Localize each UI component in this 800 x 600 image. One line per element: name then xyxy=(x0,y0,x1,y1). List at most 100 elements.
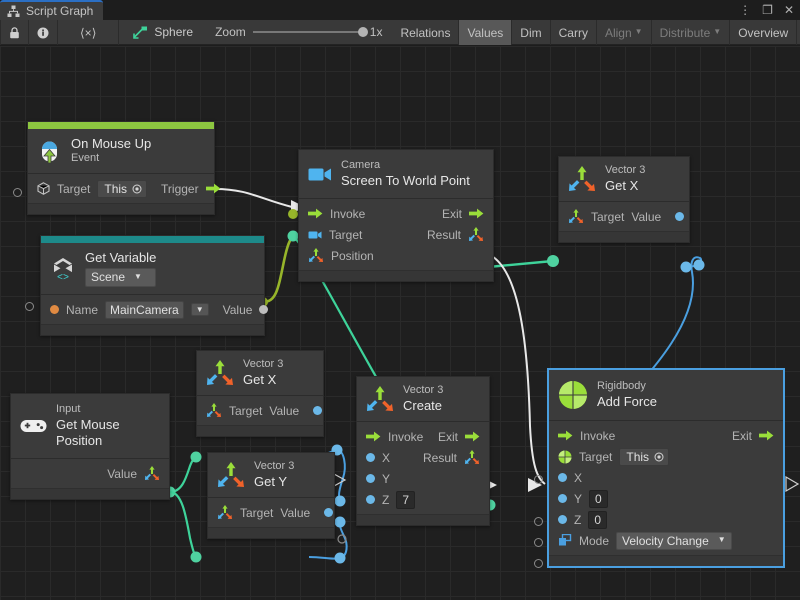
trigger-label: Trigger xyxy=(161,181,199,196)
external-port-get-variable-name[interactable] xyxy=(25,302,34,311)
camera-port-icon[interactable] xyxy=(308,230,322,240)
input-get-mouse-position-node[interactable]: Input Get Mouse Position Value xyxy=(10,393,170,501)
node-body: Invoke Exit Target xyxy=(299,199,493,270)
toolbar-button-carry[interactable]: Carry xyxy=(551,20,597,45)
node-footer xyxy=(208,527,334,538)
flow-in-icon[interactable] xyxy=(558,430,573,441)
port-value-out[interactable] xyxy=(675,212,685,221)
flow-in-icon[interactable] xyxy=(308,208,323,219)
port-value-out[interactable] xyxy=(313,406,323,415)
node-row-target-trigger: Target This Trigger xyxy=(28,178,221,199)
tab-script-graph[interactable]: Script Graph xyxy=(0,0,104,20)
node-row-value: Value xyxy=(11,463,169,484)
chevron-down-icon: ▼ xyxy=(713,27,722,36)
on-mouse-up-node[interactable]: On Mouse Up Event Target This xyxy=(27,121,221,215)
node-subtitle: Vector 3 xyxy=(403,384,444,396)
target-picker-icon[interactable] xyxy=(132,184,142,194)
toolbar-button-relations[interactable]: Relations xyxy=(392,20,460,45)
vector3-get-y-node[interactable]: Vector 3 Get Y Target Value xyxy=(207,452,335,539)
node-body: Invoke Exit X Result xyxy=(357,422,489,514)
vector3-port-icon[interactable] xyxy=(144,466,160,481)
port-x-in[interactable] xyxy=(366,453,375,462)
vector3-port-icon[interactable] xyxy=(468,227,484,242)
zoom-slider[interactable] xyxy=(252,27,368,37)
port-y-in[interactable] xyxy=(366,474,375,483)
external-port-rigidbody-y[interactable] xyxy=(534,517,543,526)
enum-icon[interactable] xyxy=(558,534,572,547)
port-value-out[interactable] xyxy=(324,508,334,517)
toolbar-button-values[interactable]: Values xyxy=(459,20,513,45)
variable-name-value: MainCamera xyxy=(110,302,179,317)
flow-out-icon[interactable] xyxy=(469,208,484,219)
node-subtitle: Rigidbody xyxy=(597,380,646,392)
close-icon[interactable]: ✕ xyxy=(783,3,794,17)
lock-button[interactable] xyxy=(0,20,29,45)
zoom-control[interactable]: Zoom 1x xyxy=(205,20,392,44)
port-name-in[interactable] xyxy=(50,305,59,315)
kebab-menu-icon[interactable]: ⋮ xyxy=(739,3,752,17)
graph-canvas[interactable]: On Mouse Up Event Target This xyxy=(0,46,800,600)
external-port-rigidbody-target[interactable] xyxy=(534,475,543,484)
vector3-get-x-node-top[interactable]: Vector 3 Get X Target Value xyxy=(558,156,690,243)
toolbar-button-distribute[interactable]: Distribute▼ xyxy=(652,20,731,45)
vector3-port-icon[interactable] xyxy=(464,450,480,465)
vector3-create-node[interactable]: Vector 3 Create Invoke Exit xyxy=(356,376,490,526)
port-z-in[interactable] xyxy=(558,515,567,524)
invoke-label: Invoke xyxy=(388,429,424,444)
target-picker-icon[interactable] xyxy=(654,452,664,462)
vector3-get-x-node-mid[interactable]: Vector 3 Get X Target Value xyxy=(196,350,324,437)
target-value-text: This xyxy=(104,181,128,196)
toolbar-button-overview[interactable]: Overview xyxy=(730,20,798,45)
toolbar-button-align[interactable]: Align▼ xyxy=(597,20,652,45)
z-value-input[interactable]: 7 xyxy=(396,490,416,509)
vector3-port-icon[interactable] xyxy=(308,248,324,263)
port-x-in[interactable] xyxy=(558,473,567,482)
graph-object-field[interactable]: Sphere xyxy=(119,20,205,44)
node-titles: Vector 3 Get Y xyxy=(254,460,294,490)
flow-in-icon[interactable] xyxy=(366,431,381,442)
node-title: Get X xyxy=(243,371,277,387)
variable-name-dropdown-arrow[interactable]: ▼ xyxy=(190,303,209,317)
z-value-input[interactable]: 0 xyxy=(588,510,608,529)
get-variable-node[interactable]: <> Get Variable Scene ▼ Name MainCamera xyxy=(40,235,269,337)
node-row-mode: Mode Velocity Change ▼ xyxy=(549,530,783,551)
vector3-port-icon[interactable] xyxy=(217,505,233,520)
rigidbody-add-force-node[interactable]: Rigidbody Add Force Invoke Exit xyxy=(548,369,784,567)
flow-out-icon[interactable] xyxy=(759,430,774,441)
code-view-button[interactable]: ⟨×⟩ xyxy=(58,20,120,45)
target-value-field[interactable]: This xyxy=(619,447,670,466)
y-value-input[interactable]: 0 xyxy=(589,489,608,508)
external-port-on-mouse-up-target[interactable] xyxy=(13,188,22,197)
external-port-rigidbody-mode[interactable] xyxy=(534,559,543,568)
toolbar-button-dim[interactable]: Dim xyxy=(512,20,551,45)
vector3-port-icon[interactable] xyxy=(206,403,222,418)
info-button[interactable] xyxy=(29,20,58,45)
rigidbody-port-icon[interactable] xyxy=(558,450,572,464)
node-footer xyxy=(28,203,214,214)
mode-dropdown[interactable]: Velocity Change ▼ xyxy=(616,531,732,550)
flow-out-icon[interactable] xyxy=(205,183,221,194)
node-row-x: X xyxy=(549,467,783,488)
target-value-field[interactable]: This xyxy=(97,179,148,198)
node-row-x-result: X Result xyxy=(357,447,489,468)
toolbar-button-label: Values xyxy=(467,25,504,40)
variable-kind-dropdown[interactable]: Scene ▼ xyxy=(85,268,157,288)
y-label: Y xyxy=(382,471,391,486)
node-titles: Camera Screen To World Point xyxy=(341,159,470,189)
port-y-in[interactable] xyxy=(558,494,567,503)
maximize-icon[interactable]: ❐ xyxy=(762,3,773,17)
node-row-invoke-exit: Invoke Exit xyxy=(357,426,489,447)
vector3-port-icon[interactable] xyxy=(568,209,584,224)
node-subtitle: Vector 3 xyxy=(243,358,284,370)
z-label: Z xyxy=(574,512,582,527)
variable-name-field[interactable]: MainCamera xyxy=(105,300,184,319)
node-row-target-value: Target Value xyxy=(208,502,334,523)
camera-screen-to-world-point-node[interactable]: Camera Screen To World Point Invoke Exit xyxy=(298,149,494,282)
port-z-in[interactable] xyxy=(366,495,375,504)
port-value-out[interactable] xyxy=(259,305,269,315)
zoom-slider-knob[interactable] xyxy=(357,27,368,37)
external-port-rigidbody-z[interactable] xyxy=(534,538,543,547)
flow-out-icon[interactable] xyxy=(465,431,480,442)
